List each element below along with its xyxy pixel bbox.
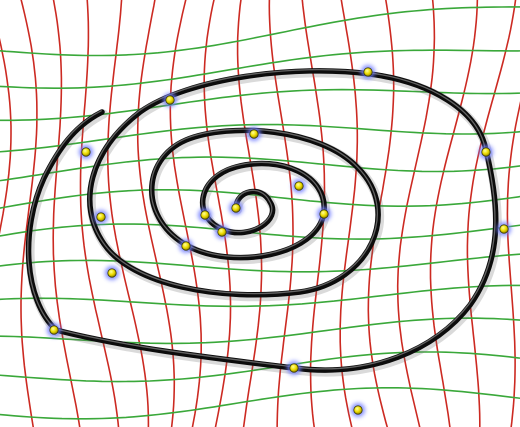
red-grid-line [169,0,202,427]
spiral-node [79,145,93,159]
green-grid-line [0,253,520,273]
spiral-node [105,266,119,280]
red-grid-line [339,0,359,427]
spiral-node [247,127,261,141]
green-grid-line [0,387,520,420]
spiral-node [361,65,375,79]
spiral-node [292,179,306,193]
spiral-node [351,403,365,417]
red-grid-line [79,0,120,427]
green-grid-line [0,223,520,240]
green-grid-line [0,189,520,209]
red-grid-line [20,0,38,427]
spiral-node [47,323,61,337]
red-grid-line [429,0,479,427]
green-grid-lines [0,6,520,420]
red-grid-line [136,0,176,427]
red-grid-line [52,0,81,427]
spiral-node [94,210,108,224]
green-grid-line [0,351,520,383]
green-grid-line [0,284,520,308]
red-grid-line [107,0,150,427]
spiral-highlight [27,69,496,370]
red-grid-line [466,0,517,427]
red-grid-line [203,0,232,427]
spiral-nodes [47,65,511,417]
spiral-node [287,361,301,375]
green-grid-line [0,6,520,57]
red-grid-line [396,0,436,427]
green-grid-line [0,156,520,182]
spiral-node [479,145,493,159]
spiral-node [497,222,511,236]
spiral-curve [25,68,502,377]
spiral-node [229,201,243,215]
red-grid-line [0,37,12,235]
spiral-node [163,93,177,107]
green-grid-line [0,317,520,345]
red-grid-line [236,0,263,427]
green-grid-line [0,49,520,89]
green-grid-line [0,123,520,153]
spiral-node [179,239,193,253]
spiral-node [317,207,331,221]
red-grid-line [506,101,520,427]
spiral-node [198,208,212,222]
spiral-node [215,225,229,239]
